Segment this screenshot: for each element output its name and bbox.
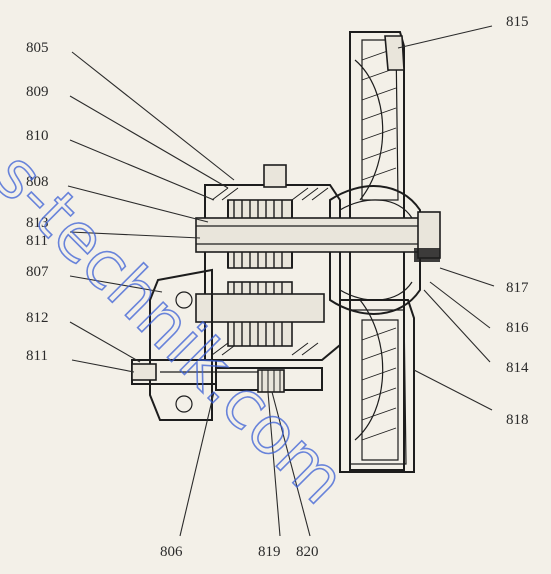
callout-817: 817 <box>506 280 529 296</box>
callout-814: 814 <box>506 360 529 376</box>
leader-lines <box>67 25 495 537</box>
callout-819: 819 <box>258 544 281 560</box>
callout-816: 816 <box>506 320 529 336</box>
callout-806: 806 <box>160 544 183 560</box>
callout-808: 808 <box>26 174 49 190</box>
callout-815: 815 <box>506 14 529 30</box>
callout-818: 818 <box>506 412 529 428</box>
callout-809: 809 <box>26 84 49 100</box>
callout-811-lower: 811 <box>26 348 48 364</box>
callout-813: 813 <box>26 215 49 231</box>
hub-web <box>329 185 421 315</box>
callout-810: 810 <box>26 128 49 144</box>
callout-820: 820 <box>296 544 319 560</box>
callout-807: 807 <box>26 264 49 280</box>
callout-812: 812 <box>26 310 49 326</box>
flywheel-disc <box>339 31 415 473</box>
callout-811-upper: 811 <box>26 233 48 249</box>
cover-plate <box>149 268 213 421</box>
callout-labels: 805 809 810 808 813 811 807 812 811 815 … <box>26 14 529 560</box>
watermark-text: s-technik.com <box>0 137 361 519</box>
relief-valve <box>131 359 323 393</box>
callout-805: 805 <box>26 40 49 56</box>
drive-shaft <box>195 211 441 323</box>
